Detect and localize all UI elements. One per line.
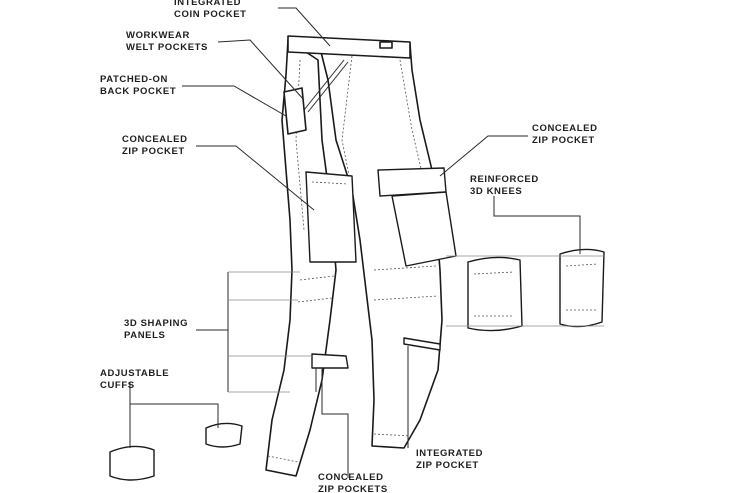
label-shaping-panels-line1: 3D SHAPING (124, 318, 188, 329)
label-shaping-panels-line2: PANELS (124, 330, 165, 341)
label-concealed-zip-left-line2: ZIP POCKET (122, 146, 185, 157)
label-concealed-zip-right-line1: CONCEALED (532, 123, 598, 134)
label-back-pocket-line1: PATCHED-ON (100, 74, 168, 85)
feature-labels: INTEGRATED COIN POCKET WORKWEAR WELT POC… (100, 0, 598, 493)
label-reinforced-knees-line1: REINFORCED (470, 174, 539, 185)
cuff-small (205, 422, 243, 448)
label-adjustable-cuffs-line2: CUFFS (100, 380, 135, 391)
label-reinforced-knees-line2: 3D KNEES (470, 186, 522, 197)
label-adjustable-cuffs-line1: ADJUSTABLE (100, 368, 169, 379)
pants-illustration (265, 35, 457, 477)
label-integrated-zip-line1: INTEGRATED (416, 448, 483, 459)
label-concealed-zip-right-line2: ZIP POCKET (532, 135, 595, 146)
label-welt-pockets-line1: WORKWEAR (126, 30, 190, 41)
label-coin-pocket-line1: INTEGRATED (174, 0, 241, 8)
label-concealed-zip-pockets-line2: ZIP POCKETS (318, 484, 388, 493)
label-concealed-zip-left-line1: CONCEALED (122, 134, 188, 145)
cuff-large (109, 445, 155, 481)
label-integrated-zip-line2: ZIP POCKET (416, 460, 479, 471)
label-back-pocket-line2: BACK POCKET (100, 86, 176, 97)
label-concealed-zip-pockets-line1: CONCEALED (318, 472, 384, 483)
knee-pad-left (467, 256, 523, 332)
leader-lines (129, 7, 604, 478)
exploded-parts (109, 248, 605, 481)
knee-pad-right (559, 248, 605, 328)
label-welt-pockets-line2: WELT POCKETS (126, 42, 208, 53)
label-coin-pocket-line2: COIN POCKET (174, 9, 247, 20)
